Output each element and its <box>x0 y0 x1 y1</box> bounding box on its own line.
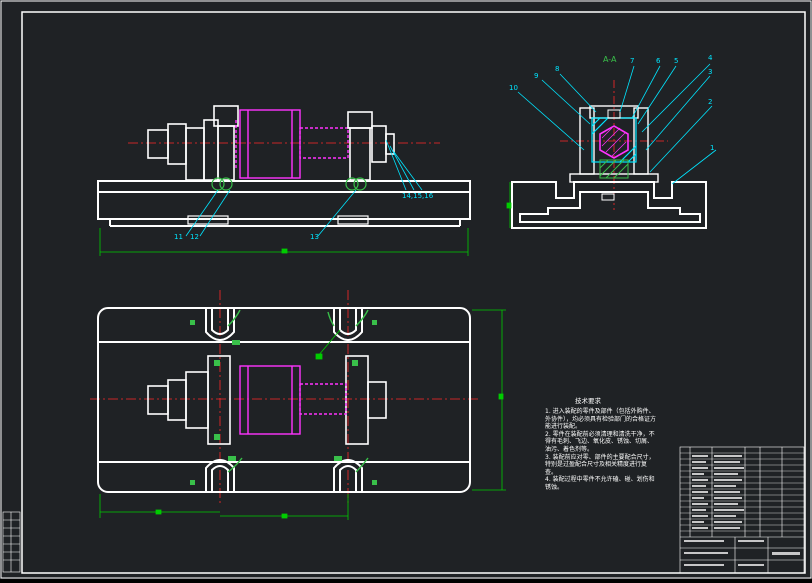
part-label-4: 4 <box>708 54 713 62</box>
part-label-14-15-16: 14,15,16 <box>402 192 434 200</box>
part-label-11: 11 <box>174 233 183 241</box>
front-bearing-hatch <box>211 177 367 191</box>
tech-requirements-title: 技术要求 <box>575 397 601 405</box>
parts-list-rows <box>680 452 804 532</box>
front-workpiece <box>235 109 349 179</box>
front-dimension <box>99 228 469 256</box>
front-view: 11 12 13 14,15,16 <box>97 105 471 256</box>
section-base <box>511 181 707 229</box>
front-base-outline <box>97 180 471 220</box>
top-slot-hatch <box>227 309 369 473</box>
top-dimensions <box>99 309 506 520</box>
part-label-9: 9 <box>534 72 538 80</box>
tech-requirements-list: 1. 进入装配的零件及部件（包括外购件、外协件），均必须具有检验部门的合格证方能… <box>545 408 657 492</box>
part-label-10: 10 <box>509 84 518 92</box>
tech-note-2: 2. 零件在装配前必须清理和清洗干净，不得有毛刺、飞边、氧化皮、锈蚀、切屑、油污… <box>545 430 655 453</box>
part-label-8: 8 <box>555 65 559 73</box>
section-block-hatch <box>599 159 629 179</box>
top-base-plate <box>97 307 471 493</box>
tech-note-4: 4. 装配过程中零件不允许磕、碰、划伤和锈蚀。 <box>545 476 655 491</box>
part-label-1: 1 <box>710 144 714 152</box>
top-workpiece <box>239 365 347 435</box>
top-view <box>90 290 506 520</box>
front-motor-assembly <box>147 105 239 181</box>
binding-strip <box>2 511 21 573</box>
front-right-support <box>347 111 395 181</box>
part-label-6: 6 <box>656 57 661 65</box>
title-block <box>679 446 805 574</box>
part-label-7: 7 <box>630 57 634 65</box>
part-label-2: 2 <box>708 98 712 106</box>
part-label-5: 5 <box>674 57 678 65</box>
part-label-13: 13 <box>310 233 319 241</box>
inner-border <box>21 11 806 574</box>
top-motor-assembly <box>147 355 387 445</box>
section-workpiece <box>599 125 629 159</box>
section-view: A-A <box>506 54 717 229</box>
part-label-3: 3 <box>708 68 712 76</box>
front-leaders <box>185 139 423 237</box>
part-label-12: 12 <box>190 233 199 241</box>
tech-note-1: 1. 进入装配的零件及部件（包括外购件、外协件），均必须具有检验部门的合格证方能… <box>545 408 657 431</box>
section-label: A-A <box>603 55 617 64</box>
parts-list-text-marks <box>684 455 800 566</box>
section-leaders <box>517 63 717 185</box>
tech-note-3: 3. 装配前应对零、部件的主要配合尺寸，特别是过盈配合尺寸及相关精度进行复查。 <box>545 453 655 476</box>
